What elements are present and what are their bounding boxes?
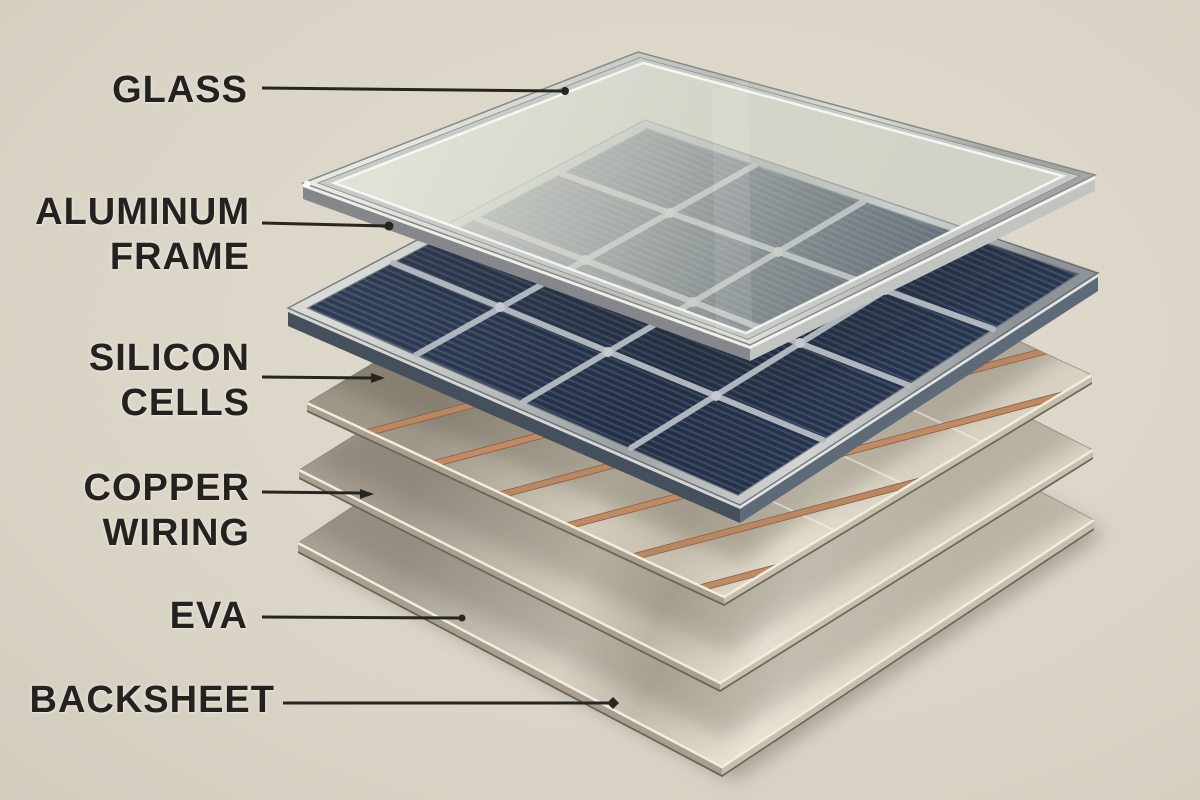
silicon-cells-leader-line (261, 373, 385, 383)
eva-label-text: EVA (169, 595, 248, 637)
glass-label: GLASS (112, 68, 248, 113)
glass-label-text: GLASS (112, 69, 248, 111)
glass-layer (300, 51, 1098, 361)
backsheet-label-text: BACKSHEET (29, 679, 275, 721)
silicon-cells-label: SILICON CELLS (89, 336, 250, 426)
silicon-cells-label-line2: CELLS (120, 382, 250, 424)
aluminum-frame-leader-line (261, 221, 394, 231)
glass-leader-line (261, 86, 569, 95)
copper-wiring-label: COPPER WIRING (84, 466, 250, 556)
eva-label: EVA (170, 594, 248, 639)
copper-wiring-label-line1: COPPER (83, 467, 250, 509)
aluminum-frame-label-line2: FRAME (109, 236, 250, 278)
aluminum-frame-label-line1: ALUMINUM (35, 191, 250, 233)
silicon-cells-label-line1: SILICON (88, 337, 250, 379)
glass-surface (330, 61, 1067, 335)
backsheet-label: BACKSHEET (30, 678, 275, 723)
backsheet-leader-line (283, 697, 619, 709)
eva-leader-line (261, 614, 466, 622)
copper-wiring-leader-line (261, 489, 374, 499)
copper-wiring-label-line2: WIRING (102, 512, 250, 554)
aluminum-frame-label: ALUMINUM FRAME (35, 190, 250, 280)
